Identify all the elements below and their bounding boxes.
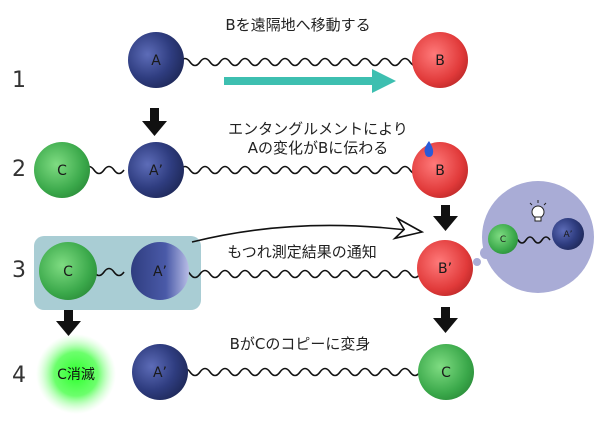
- down-arrow-a: [142, 108, 167, 136]
- ball-c-row4: [418, 344, 474, 400]
- down-arrow-c: [56, 310, 81, 336]
- step-number-3: 3: [12, 258, 26, 283]
- ball-a-row2-label: A’: [149, 163, 163, 179]
- ball-b-row2: [412, 142, 468, 198]
- ball-b-row3-label: B’: [438, 261, 452, 277]
- notification-arrow: [191, 225, 422, 243]
- caption-row4: BがCのコピーに変身: [230, 335, 371, 353]
- drop-icon: [424, 141, 434, 157]
- spring-row3-right: [179, 269, 421, 279]
- ball-c-row2: [34, 142, 90, 198]
- ball-b-row3: [417, 240, 473, 296]
- step-number-1: 1: [12, 68, 26, 93]
- vanish-label: C消滅: [57, 367, 95, 383]
- caption-row3: もつれ測定結果の通知: [227, 243, 376, 261]
- ball-a-row3-label: A’: [153, 264, 167, 280]
- thought-bubble: C A’: [473, 181, 594, 293]
- ball-a-row1: [128, 32, 184, 88]
- bubble-ball-c-label: C: [500, 235, 506, 245]
- caption-row2-line1: エンタングルメントにより: [228, 120, 408, 138]
- ball-b-row1-label: B: [435, 53, 445, 69]
- ball-a-row1-label: A: [151, 53, 161, 69]
- ball-b-row2-label: B: [435, 163, 445, 179]
- spring-row2-right: [179, 165, 421, 175]
- ball-a-row4: [132, 344, 188, 400]
- spring-row2-left: [83, 165, 125, 175]
- down-arrow-b: [433, 205, 458, 231]
- down-arrow-b-prime: [433, 307, 458, 333]
- caption-row1: Bを遠隔地へ移動する: [225, 16, 370, 34]
- ball-a-row4-label: A’: [153, 365, 167, 381]
- vanish-glow: [36, 334, 116, 414]
- ball-c-row3-label: C: [63, 264, 73, 280]
- ball-c-row3: [39, 242, 97, 300]
- ball-a-row2: [128, 142, 184, 198]
- ball-b-row1: [412, 32, 468, 88]
- bubble-ball-c: [488, 224, 518, 254]
- step-number-4: 4: [12, 363, 26, 388]
- ball-a-row3: [131, 242, 189, 300]
- bubble-ball-a: [552, 218, 584, 250]
- lightbulb-icon: [529, 200, 547, 222]
- caption-row2-line2: Aの変化がBに伝わる: [248, 139, 389, 157]
- step-number-2: 2: [12, 157, 26, 182]
- ball-c-row4-label: C: [441, 365, 451, 381]
- spring-row4: [179, 367, 421, 377]
- move-arrow-teal: [224, 69, 396, 93]
- bubble-ball-a-label: A’: [563, 230, 572, 240]
- spring-row1: [179, 57, 421, 67]
- ball-c-row2-label: C: [57, 163, 67, 179]
